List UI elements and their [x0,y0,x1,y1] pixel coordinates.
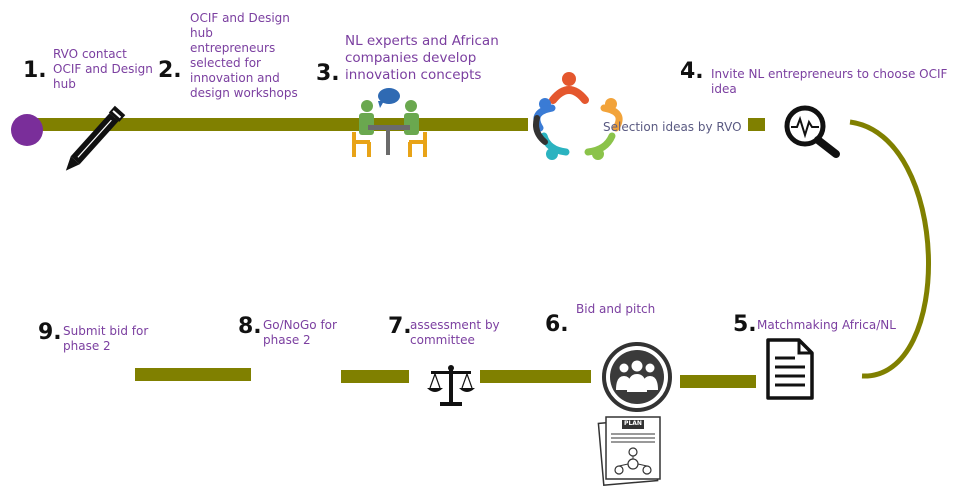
connector-top-short [748,118,765,131]
step-1-number: 1. [23,58,47,83]
start-dot [11,114,43,146]
step-7-label: assessment by committee [410,318,500,347]
step-6-number: 6. [545,312,569,337]
selection-ideas-label: Selection ideas by RVO [603,120,742,134]
document-icon [766,338,814,400]
connector-bottom-2 [480,370,591,383]
step-2-label: OCIF and Design hub entrepreneurs select… [190,11,298,100]
step-7-number: 7. [388,314,412,339]
scales-icon [427,365,475,406]
plan-label: PLAN [624,420,642,427]
meeting-table-icon [352,88,427,157]
group-people-icon [602,342,672,412]
connector-curve [849,119,932,379]
step-8-label: Go/NoGo for phase 2 [263,318,337,347]
magnifier-pulse-icon [784,105,840,158]
step-2-number: 2. [158,58,182,83]
step-3-number: 3. [316,61,340,86]
step-6-label: Bid and pitch [576,302,656,316]
step-1-label: RVO contact OCIF and Design hub [53,47,153,91]
team-circle-icon [533,72,623,160]
step-3-label: NL experts and African companies develop… [345,33,499,83]
step-9-label: Submit bid for phase 2 [63,324,149,353]
step-5-number: 5. [733,312,757,337]
plan-document-icon [597,416,661,487]
step-8-number: 8. [238,314,262,339]
connector-bottom-1 [680,375,756,388]
step-9-number: 9. [38,320,62,345]
step-4-label: Invite NL entrepreneurs to choose OCIF i… [711,67,948,96]
connector-bottom-3 [341,370,409,383]
pencil-icon [65,105,126,171]
step-4-number: 4. [680,59,704,84]
connector-bottom-4 [135,368,251,381]
step-5-label: Matchmaking Africa/NL [757,318,896,332]
